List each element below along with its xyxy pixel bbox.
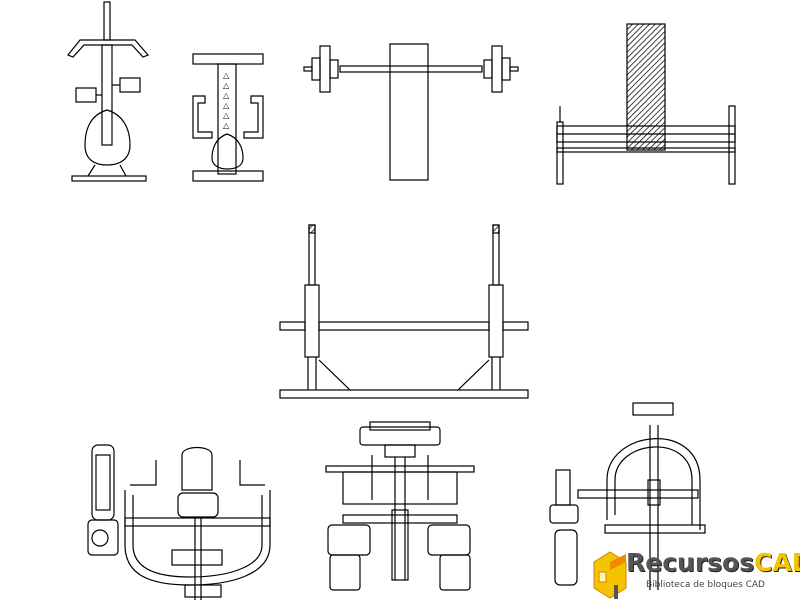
svg-text:△: △ <box>223 71 230 80</box>
leg-press <box>325 421 475 591</box>
logo-house-icon <box>593 551 627 599</box>
squat-rack-side <box>556 23 736 185</box>
power-rack-front <box>279 224 529 399</box>
svg-text:△: △ <box>223 121 230 130</box>
lat-pulldown-front: △ △ △ △ △ △ <box>192 53 264 182</box>
recursoscad-logo: RecursosCAD Biblioteca de bloques CAD <box>590 540 800 600</box>
rowing-machine <box>87 444 271 600</box>
logo-tagline: Biblioteca de bloques CAD <box>646 580 765 590</box>
chest-press <box>549 402 706 590</box>
logo-title: RecursosCAD <box>626 548 800 577</box>
svg-text:△: △ <box>223 81 230 90</box>
svg-text:△: △ <box>223 91 230 100</box>
svg-text:△: △ <box>223 111 230 120</box>
lat-pulldown-side <box>67 1 150 182</box>
barbell-bench-top <box>303 43 519 181</box>
svg-text:△: △ <box>223 101 230 110</box>
